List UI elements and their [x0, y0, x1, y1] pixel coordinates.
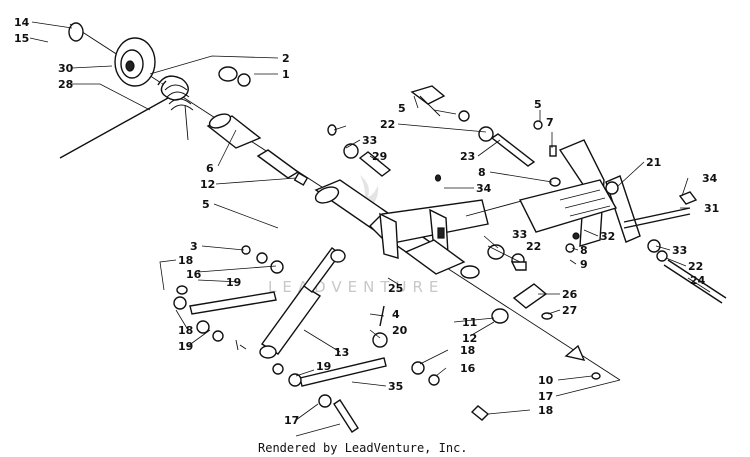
callout-22: 22: [380, 118, 395, 131]
callout-12: 12: [462, 332, 477, 345]
callout-34: 34: [476, 182, 492, 195]
callout-16: 16: [186, 268, 202, 281]
callout-29: 29: [372, 150, 387, 163]
callout-11: 11: [462, 316, 477, 329]
mount-bracket: [510, 139, 727, 304]
callout-5: 5: [202, 198, 210, 211]
callout-9: 9: [580, 258, 588, 271]
callout-28: 28: [58, 78, 73, 91]
callout-1: 1: [282, 68, 290, 81]
callout-13: 13: [334, 346, 349, 359]
shaft-bushing: [206, 113, 309, 186]
callout-5: 5: [534, 98, 542, 111]
callout-26: 26: [562, 288, 578, 301]
callout-19: 19: [316, 360, 331, 373]
callout-17: 18: [538, 404, 553, 417]
callout-23: 23: [460, 150, 475, 163]
callout-6: 6: [206, 162, 214, 175]
shock-absorber: [259, 247, 346, 359]
callout-21: 21: [646, 156, 661, 169]
callout-27: 27: [562, 304, 577, 317]
callout-33: 33: [672, 244, 687, 257]
callout-18: 18: [178, 254, 193, 267]
callout-18: 18: [178, 324, 193, 337]
callout-20: 20: [392, 324, 408, 337]
watermark-text: LEADVENTURE: [268, 278, 444, 296]
callout-24: 24: [690, 274, 706, 287]
lower-links: [173, 245, 490, 433]
callout-15: 15: [14, 32, 29, 45]
drive-pulley: [68, 22, 156, 87]
callout-30: 30: [58, 62, 74, 75]
leader-lines: [29, 21, 711, 437]
callout-32: 32: [600, 230, 615, 243]
nut-and-ring: [218, 66, 251, 87]
callout-2: 2: [282, 52, 290, 65]
callout-34: 34: [702, 172, 718, 185]
callout-10: 17: [538, 390, 553, 403]
callout-3: 3: [190, 240, 198, 253]
callout-7: 7: [546, 116, 554, 129]
spring-assembly: [59, 75, 194, 159]
callout-labels: 14 15 30 28 2 1 6 12 5 5 22 33 29 23 8 3…: [14, 16, 719, 427]
credit-text: Rendered by LeadVenture, Inc.: [258, 441, 468, 455]
callout-4: 4: [392, 308, 400, 321]
callout-8: 8: [580, 244, 588, 257]
front-arm-assembly: [314, 179, 541, 279]
lower-hardware: [372, 283, 601, 380]
callout-31: 31: [704, 202, 719, 215]
callout-14: 14: [14, 16, 30, 29]
callout-12: 12: [200, 178, 215, 191]
callout-8: 8: [478, 166, 486, 179]
callout-22: 22: [688, 260, 703, 273]
callout-33: 33: [362, 134, 377, 147]
callout-25: 25: [388, 282, 403, 295]
callout-18: 16: [460, 362, 476, 375]
callout-19: 19: [226, 276, 241, 289]
callout-19: 18: [460, 344, 475, 357]
callout-19: 19: [178, 340, 193, 353]
callout-35: 10: [538, 374, 554, 387]
upper-bolts: [327, 85, 561, 187]
callout-22: 22: [526, 240, 541, 253]
callout-33: 33: [512, 228, 527, 241]
callout-16: 35: [388, 380, 403, 393]
callout-18: 17: [284, 414, 299, 427]
callout-5: 5: [398, 102, 406, 115]
